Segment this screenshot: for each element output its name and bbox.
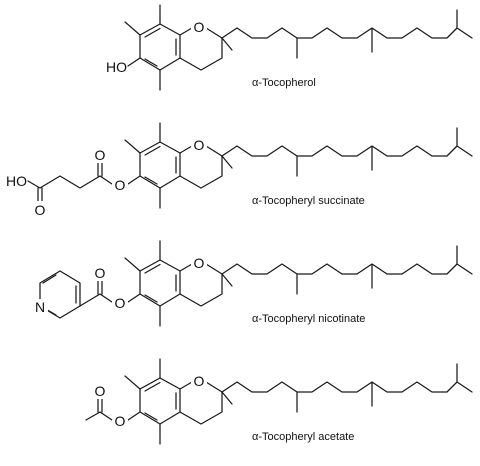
ester-oxygen-atom: O bbox=[115, 295, 126, 311]
carbonyl-oxygen-atom: O bbox=[95, 265, 106, 281]
carboxylic-acid-hydroxyl: HO bbox=[6, 173, 27, 189]
ester-oxygen-atom: O bbox=[115, 413, 126, 429]
nicotinoyl-linker bbox=[79, 279, 141, 307]
phytyl-chain bbox=[221, 9, 473, 59]
chromanol-core bbox=[124, 122, 233, 209]
hydroxyl-group: HO bbox=[106, 59, 127, 75]
ring-oxygen-atom: O bbox=[194, 373, 205, 389]
compound-tocopheryl-nicotinate: O O O N α-Tocopheryl nicotinate bbox=[33, 240, 473, 327]
carbonyl-oxygen-atom: O bbox=[95, 147, 106, 163]
ring-oxygen-atom: O bbox=[194, 19, 205, 35]
compound-tocopheryl-succinate: O O O O HO α-Tocopheryl succinate bbox=[6, 122, 473, 218]
compound-label-succinate: α-Tocopheryl succinate bbox=[252, 195, 365, 207]
acetyl-group bbox=[85, 397, 141, 421]
chromanol-core bbox=[124, 240, 233, 327]
phytyl-chain bbox=[221, 363, 473, 413]
pyridine-ring bbox=[39, 270, 81, 319]
compound-label-nicotinate: α-Tocopheryl nicotinate bbox=[252, 313, 365, 325]
chromanol-core bbox=[124, 4, 233, 91]
compound-tocopheryl-acetate: O O O α-Tocopheryl acetate bbox=[85, 358, 473, 445]
carbonyl-oxygen-atom: O bbox=[95, 383, 106, 399]
phytyl-chain bbox=[221, 245, 473, 295]
phytyl-chain bbox=[221, 127, 473, 177]
compound-label-tocopherol: α-Tocopherol bbox=[252, 77, 316, 89]
ring-oxygen-atom: O bbox=[194, 137, 205, 153]
succinate-chain bbox=[27, 161, 141, 203]
ring-oxygen-atom: O bbox=[194, 255, 205, 271]
ester-oxygen-atom: O bbox=[115, 177, 126, 193]
compound-label-acetate: α-Tocopheryl acetate bbox=[252, 431, 354, 443]
chromanol-core bbox=[124, 358, 233, 445]
compound-tocopherol: O HO α-Tocopherol bbox=[106, 4, 473, 91]
pyridine-nitrogen-atom: N bbox=[35, 299, 45, 315]
acid-carbonyl-oxygen-atom: O bbox=[35, 202, 46, 218]
